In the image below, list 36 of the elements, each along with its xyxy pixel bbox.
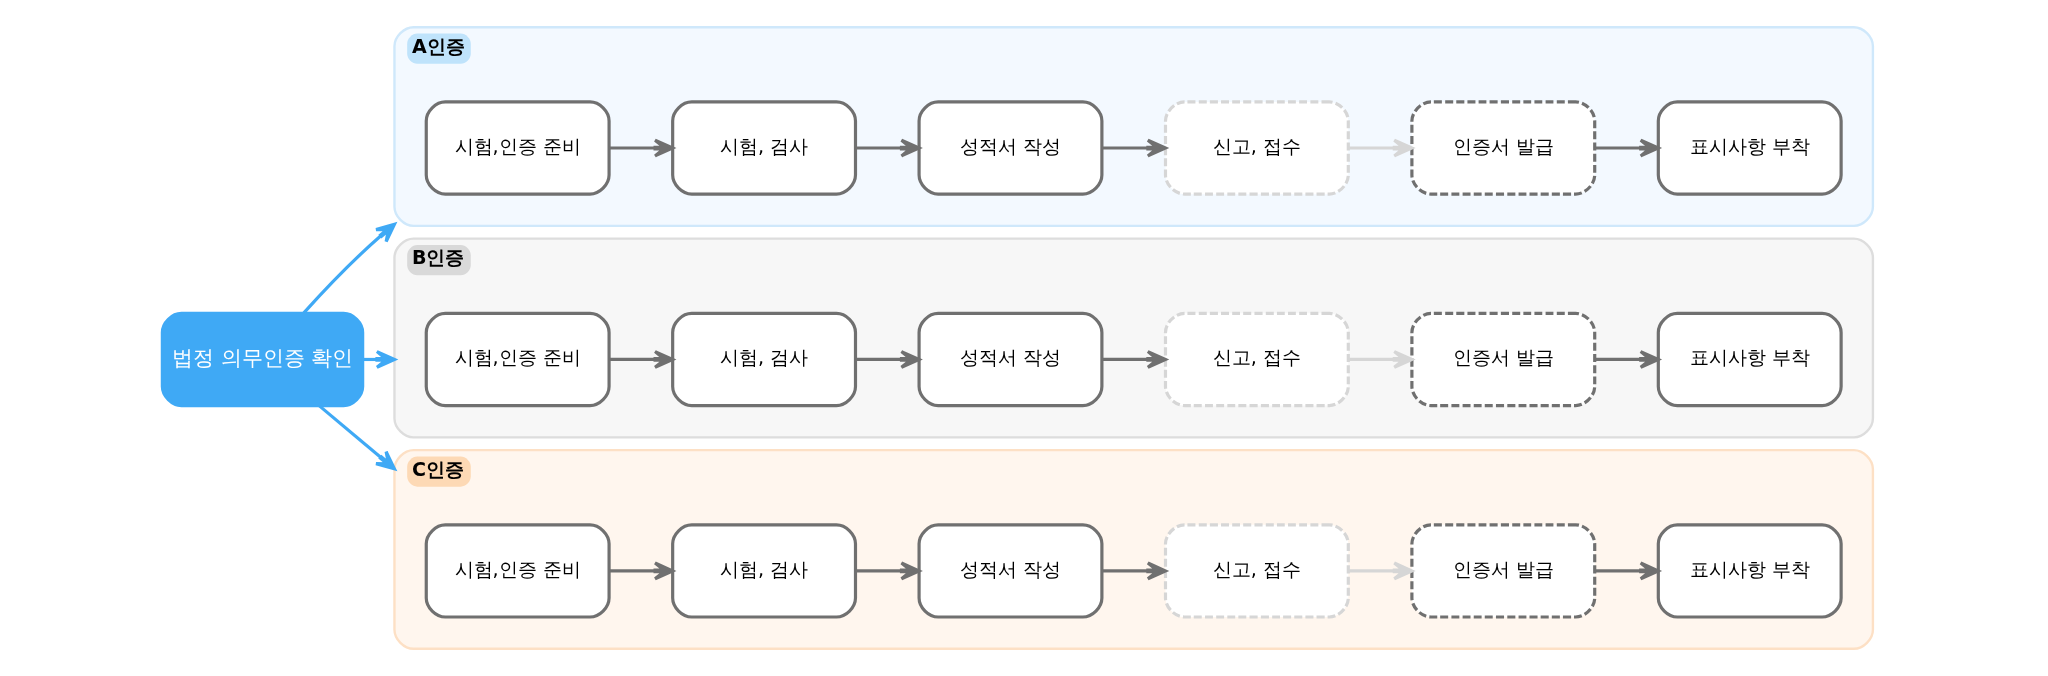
node-box: 시험,인증 준비 xyxy=(424,100,611,196)
arrow xyxy=(1348,138,1414,158)
arrow xyxy=(1348,350,1414,369)
arrow xyxy=(1348,561,1414,581)
node-box: 시험,인증 준비 xyxy=(424,311,611,408)
node-box: 시험, 검사 xyxy=(671,311,858,408)
node-box: 표시사항 부착 xyxy=(1656,311,1843,408)
arrow xyxy=(1101,138,1167,158)
node-box: 신고, 접수 xyxy=(1163,100,1350,196)
node-box: 신고, 접수 xyxy=(1163,523,1350,619)
node-box: 인증서 발급 xyxy=(1410,100,1597,196)
arrow xyxy=(318,404,397,471)
arrow xyxy=(855,350,921,369)
node-box: 표시사항 부착 xyxy=(1656,100,1843,196)
node-box: 표시사항 부착 xyxy=(1656,523,1843,619)
arrow xyxy=(855,138,921,158)
arrow xyxy=(609,350,675,369)
arrow xyxy=(609,138,675,158)
node-box: 신고, 접수 xyxy=(1163,311,1350,408)
node-box: 성적서 작성 xyxy=(917,100,1104,196)
node-box: 인증서 발급 xyxy=(1410,523,1597,619)
arrow xyxy=(1594,138,1660,158)
node-box: 법정 의무인증 확인 xyxy=(160,311,365,408)
node-box: 시험, 검사 xyxy=(671,100,858,196)
arrow xyxy=(609,561,675,581)
node-box: 성적서 작성 xyxy=(917,523,1104,619)
node-box: 시험, 검사 xyxy=(671,523,858,619)
node-box: 시험,인증 준비 xyxy=(424,523,611,619)
arrow xyxy=(1594,350,1660,369)
node-box: 인증서 발급 xyxy=(1410,311,1597,408)
arrow xyxy=(302,222,397,314)
arrow xyxy=(1594,561,1660,581)
arrow xyxy=(1101,561,1167,581)
arrow xyxy=(1101,350,1167,369)
arrow xyxy=(855,561,921,581)
node-box: 성적서 작성 xyxy=(917,311,1104,408)
